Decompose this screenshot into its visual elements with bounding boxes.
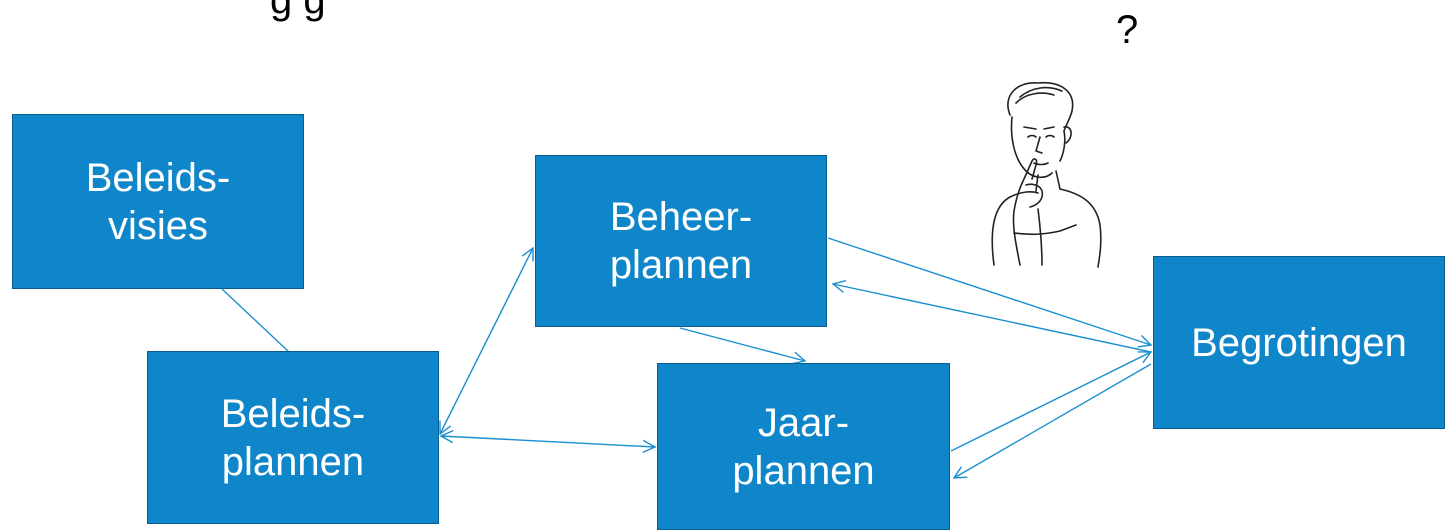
edge-jaar-begroting-out [950,352,1151,452]
node-beleidsplannen: Beleids- plannen [147,351,439,524]
edge-beheer-jaar [679,327,805,361]
node-begrotingen: Begrotingen [1153,256,1445,429]
partial-title: g g [270,0,326,22]
thinking-person-icon [991,82,1102,268]
question-mark: ? [1116,8,1139,52]
edge-beleid-beheer [440,248,533,434]
node-beleidsvisies: Beleids- visies [12,114,304,289]
node-beheerplannen: Beheer- plannen [535,155,827,327]
edge-beheer-begroting-out [827,237,1151,345]
edge-visies-plannen [221,288,290,353]
edge-begroting-beheer-back [833,284,1152,353]
edge-beleid-jaar [441,436,655,447]
edge-begroting-jaar-back [954,363,1152,478]
node-jaarplannen: Jaar- plannen [657,363,950,530]
